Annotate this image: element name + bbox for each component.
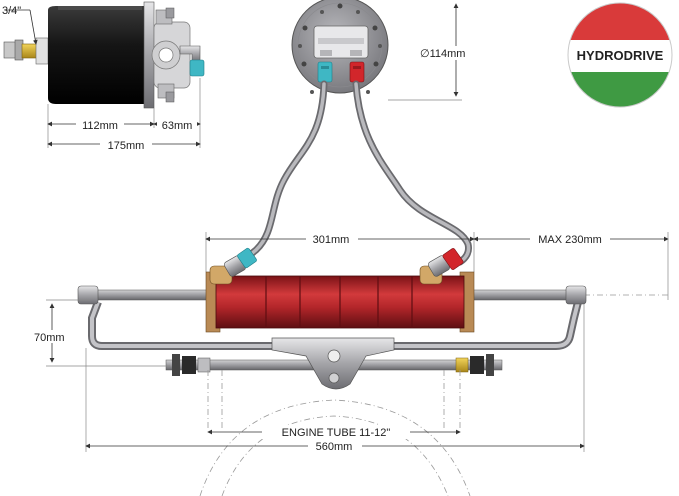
pump-total-length: 175mm <box>108 140 145 152</box>
logo-brand-text: HYDRODRIVE <box>577 48 664 63</box>
hydraulic-cylinder <box>205 247 475 333</box>
cyan-fitting-icon <box>189 59 205 77</box>
pump-body-length: 112mm <box>82 120 118 132</box>
logo-green-band <box>568 72 672 107</box>
pump-side-view <box>3 1 205 109</box>
hydrodrive-logo: HYDRODRIVE <box>567 2 673 108</box>
logo-white-band <box>568 40 672 72</box>
overall-width-label: 560mm <box>316 441 353 453</box>
pump-fittings-length: 63mm <box>162 120 193 132</box>
cylinder-red-fitting-icon <box>442 248 464 270</box>
mount-bracket <box>165 337 503 390</box>
engine-tube-label: ENGINE TUBE 11-12" <box>282 427 391 439</box>
height-label: 70mm <box>34 332 65 344</box>
front-red-fitting-icon <box>349 61 365 83</box>
front-cyan-fitting-icon <box>317 61 333 83</box>
cylinder-length-label: 301mm <box>313 234 350 246</box>
pump-black-body <box>48 6 148 104</box>
pump-front-view <box>291 0 389 94</box>
max-stroke-label: MAX 230mm <box>538 234 602 246</box>
cylinder-cyan-fitting-icon <box>237 247 257 269</box>
logo-red-band <box>568 3 672 40</box>
inlet-size-label: 3/4" <box>2 5 21 17</box>
pump-diameter-label: ∅114mm <box>420 48 465 60</box>
